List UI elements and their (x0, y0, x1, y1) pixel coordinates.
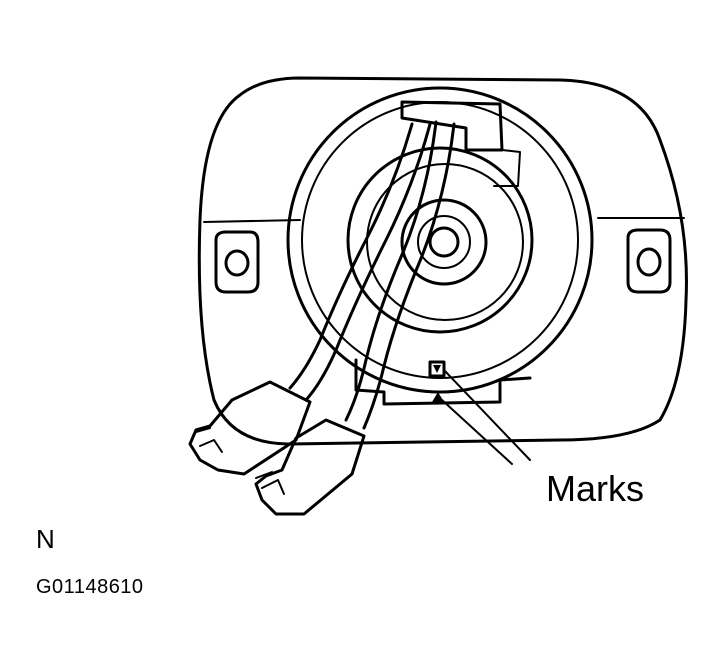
housing-seam-line (203, 217, 685, 223)
spiral-cable-inner-ring (301, 101, 579, 379)
figure-code: G01148610 (36, 576, 144, 598)
spiral-cable-outer-ring (286, 86, 594, 394)
hub-outer (400, 198, 488, 286)
hub-middle (417, 215, 471, 269)
connector-plug-left (188, 380, 312, 476)
marks-label: Marks (546, 468, 644, 509)
wire-left-edge (304, 122, 432, 402)
right-mount-tab (626, 228, 672, 294)
rotor-inner-ring (366, 163, 524, 321)
hub-center (428, 226, 460, 258)
mark-leader-line-2 (441, 399, 513, 465)
left-mount-tab (214, 230, 260, 294)
top-connector-step (493, 149, 521, 187)
connector-plug-right (254, 418, 366, 516)
rotor-ring (346, 146, 534, 334)
view-label: N (36, 524, 55, 554)
left-mount-hole (224, 249, 250, 277)
lower-bracket (354, 358, 532, 406)
mark-leader-line-1 (443, 369, 531, 461)
right-mount-hole (636, 247, 662, 277)
mark-upper-triangle (433, 365, 441, 373)
mark-upper (428, 360, 446, 378)
wire-left (288, 122, 414, 390)
mark-lower-triangle (432, 392, 444, 402)
wire-right (344, 120, 438, 422)
connector-plug-left-detail (195, 427, 223, 453)
connector-plug-right-detail (255, 471, 285, 495)
steering-pad-housing (197, 76, 688, 446)
wire-right-edge (362, 122, 456, 430)
